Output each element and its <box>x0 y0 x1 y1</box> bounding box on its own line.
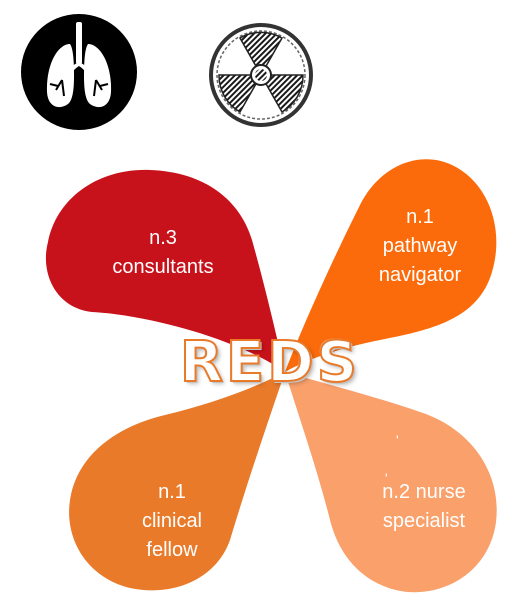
decorative-tick-mark: ʹ <box>385 470 388 486</box>
nurse-specialist-count: n.2 nurse <box>382 481 466 503</box>
consultants-label: n.3 consultants <box>108 224 218 282</box>
clinical-fellow-role-2: fellow <box>146 539 198 561</box>
petal-bottom-left <box>69 372 285 591</box>
pathway-navigator-label: n.1 pathway navigator <box>340 203 500 290</box>
pathway-navigator-role-2: navigator <box>378 264 462 286</box>
pathway-navigator-role-1: pathway <box>382 235 458 257</box>
radiation-icon <box>209 23 313 127</box>
lungs-icon <box>21 14 137 130</box>
consultants-role: consultants <box>112 256 214 278</box>
nurse-specialist-label: n.2 nurse specialist <box>340 478 508 536</box>
petal-top-left <box>45 169 286 372</box>
consultants-count: n.3 <box>149 227 177 249</box>
clinical-fellow-role-1: clinical <box>141 510 203 532</box>
clinical-fellow-label: n.1 clinical fellow <box>112 478 232 565</box>
petal-top-right <box>285 159 497 372</box>
petal-bottom-right <box>285 372 497 593</box>
decorative-tick-mark: ʹ <box>396 432 399 448</box>
center-title: REDS <box>179 329 361 396</box>
clinical-fellow-count: n.1 <box>158 481 186 503</box>
nurse-specialist-role: specialist <box>382 510 466 532</box>
pathway-navigator-count: n.1 <box>406 206 434 228</box>
